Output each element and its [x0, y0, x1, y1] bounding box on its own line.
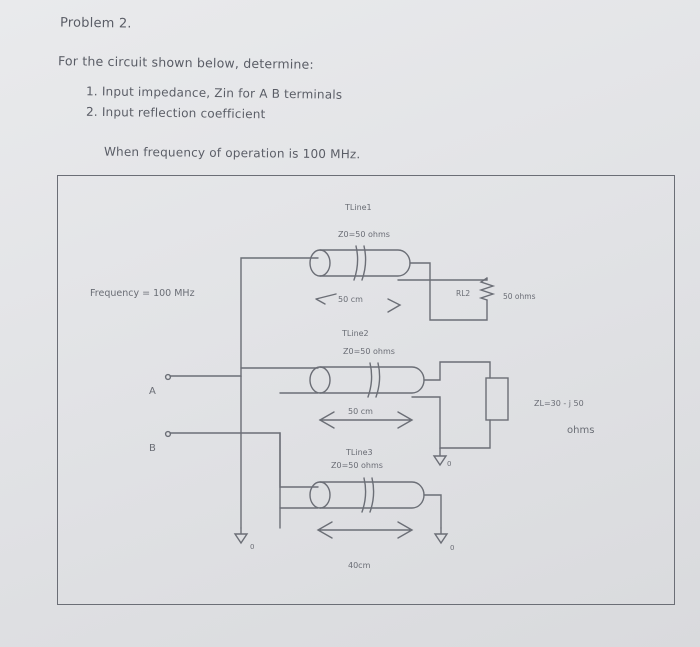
- ground-label: 0: [450, 544, 454, 552]
- tline2-z0: Z0=50 ohms: [343, 347, 395, 356]
- circuit-frame: [57, 175, 675, 605]
- tline3-z0: Z0=50 ohms: [331, 461, 383, 470]
- terminal-a-label: A: [149, 386, 156, 397]
- ground-symbol: [233, 527, 249, 545]
- tline3-symbol: [279, 477, 442, 529]
- tline1-symbol: [309, 245, 488, 321]
- tline2-arrow-right: [319, 411, 414, 429]
- ground-label: 0: [250, 543, 254, 551]
- tline1-name: TLine1: [344, 203, 372, 212]
- load-value: ZL=30 - j 50: [534, 399, 584, 408]
- tline1-arrow-right: [387, 298, 402, 313]
- tline1-z0: Z0=50 ohms: [338, 230, 390, 239]
- terminal-b-label: B: [149, 443, 156, 454]
- resistor-value: 50 ohms: [503, 292, 536, 301]
- ground-symbol: [433, 527, 449, 545]
- tline3-length: 40cm: [348, 561, 371, 570]
- load-impedance: [485, 377, 509, 421]
- frequency-label: Frequency = 100 MHz: [90, 288, 195, 299]
- terminal-b-node: [164, 430, 172, 438]
- tline3-name: TLine3: [345, 448, 373, 457]
- tline1-arrow-left: [315, 293, 337, 305]
- resistor-rl2: [478, 277, 496, 301]
- tline3-length-arrow: [316, 521, 414, 539]
- ground-label: 0: [447, 460, 451, 468]
- load-unit: ohms: [567, 425, 594, 436]
- tline1-length: 50 cm: [338, 295, 363, 304]
- resistor-name: RL2: [456, 289, 470, 298]
- tline2-name: TLine2: [341, 329, 369, 338]
- tline2-symbol: [309, 361, 491, 449]
- terminal-a-node: [164, 373, 172, 381]
- input-wiring: [169, 257, 319, 529]
- ground-symbol: [432, 447, 448, 467]
- tline2-length: 50 cm: [348, 407, 373, 416]
